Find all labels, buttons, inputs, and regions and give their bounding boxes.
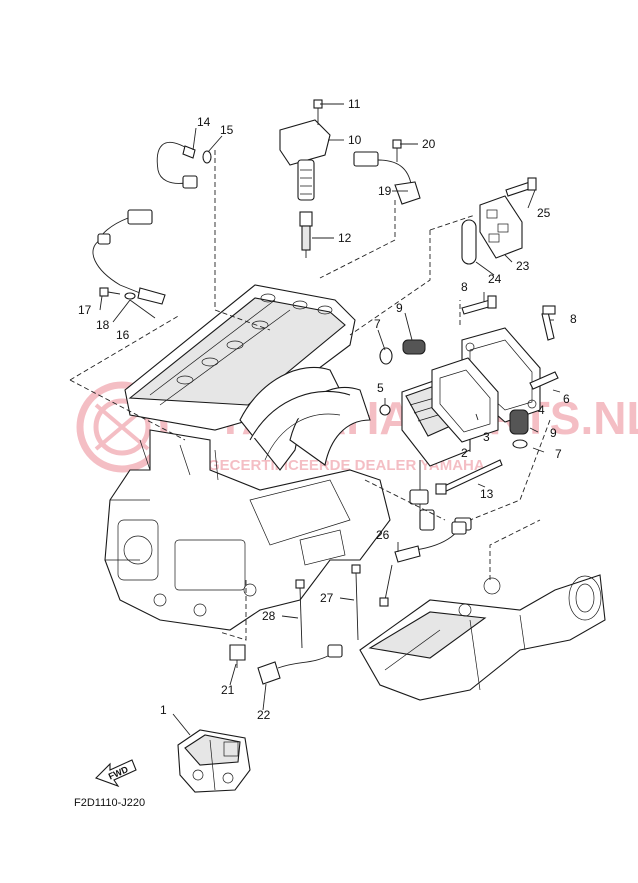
part-9-grommet-upper — [402, 339, 426, 355]
callout-14: 14 — [197, 115, 211, 129]
callout-23: 23 — [516, 259, 530, 273]
callout-11: 11 — [348, 97, 361, 111]
callout-15: 15 — [220, 123, 234, 137]
callout-8b: 8 — [570, 312, 577, 326]
part-14-sensor-lead — [156, 141, 198, 189]
callout-1: 1 — [160, 703, 167, 717]
part-28-cable-tie — [295, 579, 305, 649]
callout-12: 12 — [338, 231, 352, 245]
part-23-terminal-block — [479, 195, 523, 259]
callout-6: 6 — [563, 392, 570, 406]
engine-block — [104, 284, 391, 631]
part-27-cable-tie — [351, 564, 361, 641]
diagram-code: F2D1110-J220 — [74, 797, 145, 809]
part-20-bolt — [392, 139, 402, 162]
part-8-bolt-right — [541, 305, 556, 341]
callout-3: 3 — [483, 430, 490, 444]
callout-27: 27 — [320, 591, 334, 605]
ecu-harness — [409, 460, 467, 535]
callout-13: 13 — [480, 487, 494, 501]
part-6-bolt — [529, 371, 559, 390]
part-21-sensor — [229, 644, 246, 668]
callout-labels: 1 2 3 4 5 6 7 7 8 8 9 9 10 11 12 13 14 1… — [78, 97, 577, 722]
part-13-long-bolt — [435, 459, 503, 495]
callout-8a: 8 — [461, 280, 468, 294]
part-10-ignition-coil — [279, 119, 331, 201]
callout-4: 4 — [538, 403, 545, 417]
callout-19: 19 — [378, 184, 392, 198]
callout-16: 16 — [116, 328, 130, 342]
part-15-washer — [202, 150, 212, 164]
part-1-sensor-bracket — [177, 729, 251, 793]
part-22-sensor-lead — [257, 644, 343, 685]
part-24-gasket — [461, 219, 477, 265]
part-25-bolt — [505, 177, 537, 197]
part-19-sensor-harness — [353, 151, 421, 205]
part-17-bolt — [99, 287, 121, 297]
callout-7b: 7 — [555, 447, 562, 461]
part-7-collar-upper — [379, 347, 393, 365]
callout-7a: 7 — [374, 317, 381, 331]
part-5-bolt — [379, 404, 391, 416]
callout-24: 24 — [488, 272, 502, 286]
callout-17: 17 — [78, 303, 92, 317]
callout-21: 21 — [221, 683, 235, 697]
part-12-spark-plug — [299, 211, 313, 258]
part-8-bolt-upper — [461, 295, 497, 315]
callout-20: 20 — [422, 137, 436, 151]
callout-28: 28 — [262, 609, 276, 623]
callout-2: 2 — [461, 446, 468, 460]
callout-25: 25 — [537, 206, 551, 220]
callout-9b: 9 — [550, 426, 557, 440]
callout-22: 22 — [257, 708, 271, 722]
part-9-grommet-lower — [509, 409, 529, 435]
callout-10: 10 — [348, 133, 362, 147]
fwd-arrow-indicator: FWD — [95, 759, 137, 788]
part-16-sensor — [92, 209, 166, 305]
callout-9a: 9 — [396, 301, 403, 315]
part-2-gasket — [431, 357, 499, 443]
callout-5: 5 — [377, 381, 384, 395]
callout-18: 18 — [96, 318, 110, 332]
leader-lines — [99, 103, 561, 736]
callout-26: 26 — [376, 528, 390, 542]
part-7-collar-lower — [512, 439, 528, 449]
intake-silencer-part — [359, 574, 606, 701]
part-18-washer — [124, 292, 136, 300]
reference-dashed-lines — [69, 150, 551, 641]
